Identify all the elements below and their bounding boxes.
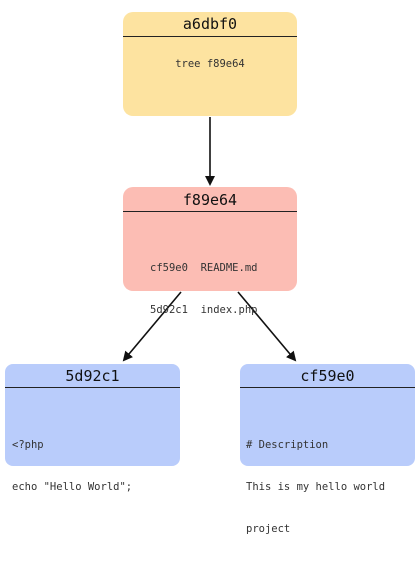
tree-entry: 5d92c1 index.php [150,304,258,316]
commit-node[interactable]: a6dbf0 tree f89e64 [123,12,297,116]
blob-php-hash: 5d92c1 [65,367,120,385]
tree-node[interactable]: f89e64 cf59e0 README.md 5d92c1 index.php [123,187,297,316]
blob-readme-hash: cf59e0 [300,367,355,385]
text-line: project [246,523,291,535]
code-line: echo "Hello World"; [12,481,133,493]
blob-php-divider [5,387,180,388]
blob-readme-divider [240,387,415,388]
tree-entries: cf59e0 README.md 5d92c1 index.php [150,233,257,345]
commit-divider [123,36,297,37]
blob-readme-content: # Description This is my hello world pro… [246,410,385,564]
blob-readme-node[interactable]: cf59e0 # Description This is my hello wo… [240,364,415,535]
tree-divider [123,211,297,212]
blob-php-node[interactable]: 5d92c1 <?php echo "Hello World"; [5,364,180,493]
tree-entry: cf59e0 README.md [150,262,258,274]
commit-hash: a6dbf0 [182,15,238,33]
commit-body: tree f89e64 [175,58,245,70]
tree-hash: f89e64 [182,191,238,209]
text-line: # Description [246,439,329,451]
code-line: <?php [12,439,44,451]
text-line: This is my hello world [246,481,386,493]
blob-php-content: <?php echo "Hello World"; [12,410,132,522]
